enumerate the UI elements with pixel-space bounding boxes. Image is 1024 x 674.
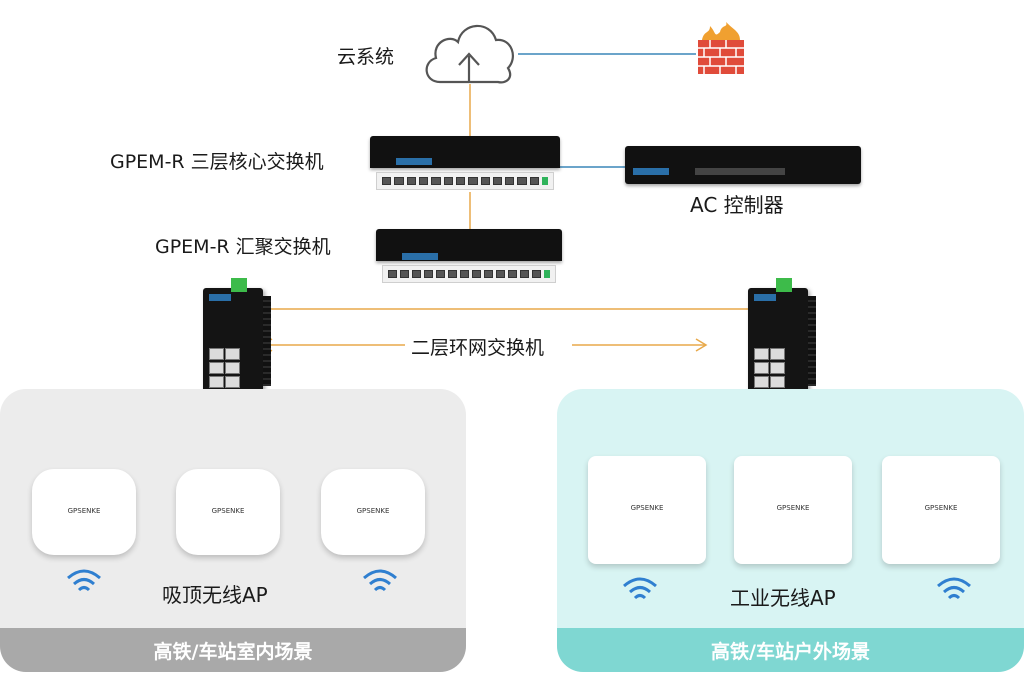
industrial-ap: GPSENKE	[882, 456, 1000, 564]
aggregation-switch	[376, 229, 562, 285]
wifi-icon	[67, 569, 101, 592]
cloud-upload-icon	[425, 24, 514, 84]
ring-switch-label: 二层环网交换机	[411, 337, 545, 359]
ring-switch-right	[748, 278, 816, 394]
industrial-ap-label: 工业无线AP	[730, 586, 836, 610]
wifi-icon	[623, 577, 657, 600]
ap-brand-logo: GPSENKE	[630, 503, 664, 512]
outdoor-scene-title: 高铁/车站户外场景	[557, 628, 1024, 672]
cloud-label: 云系统	[337, 46, 395, 68]
ap-brand-logo: GPSENKE	[211, 506, 245, 515]
ceiling-ap-label: 吸顶无线AP	[162, 583, 268, 607]
wifi-icon	[363, 569, 397, 592]
ring-arrowhead-right	[695, 338, 708, 352]
core-switch-label: GPEM-R 三层核心交换机	[110, 151, 324, 173]
wifi-icon	[937, 577, 971, 600]
firewall-icon	[698, 22, 744, 74]
industrial-ap: GPSENKE	[588, 456, 706, 564]
ac-controller-label: AC 控制器	[690, 193, 784, 217]
ac-controller	[625, 146, 861, 184]
agg-switch-label: GPEM-R 汇聚交换机	[155, 236, 331, 258]
ap-brand-logo: GPSENKE	[924, 503, 958, 512]
ceiling-ap: GPSENKE	[32, 469, 136, 555]
ap-brand-logo: GPSENKE	[356, 506, 390, 515]
ap-brand-logo: GPSENKE	[776, 503, 810, 512]
indoor-scene-title: 高铁/车站室内场景	[0, 628, 466, 672]
core-switch	[370, 136, 560, 194]
ceiling-ap: GPSENKE	[176, 469, 280, 555]
ring-switch-left	[203, 278, 271, 394]
ap-brand-logo: GPSENKE	[67, 506, 101, 515]
ceiling-ap: GPSENKE	[321, 469, 425, 555]
industrial-ap: GPSENKE	[734, 456, 852, 564]
